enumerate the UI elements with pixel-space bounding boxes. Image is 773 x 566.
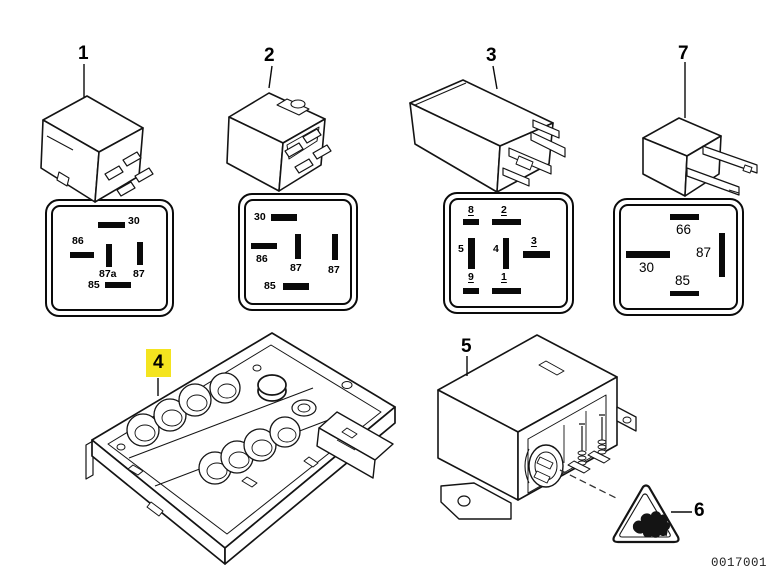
- pin-diagram-3: 8 2 5 4 3 9 1: [443, 192, 574, 314]
- pin-label-30: 30: [254, 211, 266, 223]
- part-3-callout[interactable]: 3: [486, 45, 497, 66]
- leader-line-item2: [268, 65, 273, 89]
- pin-diagram-2-inner-border: [244, 199, 352, 305]
- part-5-callout[interactable]: 5: [461, 336, 472, 357]
- pin-bar-8: [463, 219, 479, 225]
- pin-bar-86: [251, 243, 277, 249]
- relay-2-drawing: [226, 92, 332, 192]
- pin-bar-66: [670, 214, 699, 220]
- relay-7-drawing: [642, 117, 758, 197]
- pin-bar-9: [463, 288, 479, 294]
- pin-label-66: 66: [676, 222, 692, 237]
- pin-label-30: 30: [639, 260, 655, 275]
- pin-label-1: 1: [501, 271, 507, 283]
- pin-label-86: 86: [256, 253, 268, 265]
- pin-label-3: 3: [531, 235, 537, 247]
- pin-bar-87-center: [295, 234, 301, 259]
- pin-label-5: 5: [458, 243, 464, 255]
- pin-label-87a: 87a: [99, 268, 117, 280]
- leader-line-item3: [492, 65, 498, 90]
- pin-label-85: 85: [264, 280, 276, 292]
- pin-label-30: 30: [128, 215, 140, 227]
- pin-label-87-center: 87: [290, 262, 302, 274]
- part-1-callout[interactable]: 1: [78, 43, 89, 64]
- pin-bar-30: [98, 222, 125, 228]
- pin-label-87: 87: [696, 245, 712, 260]
- pin-bar-87-right: [332, 234, 338, 260]
- pin-bar-86: [70, 252, 94, 258]
- pin-label-4: 4: [493, 243, 499, 255]
- pin-label-85: 85: [88, 279, 100, 291]
- pin-bar-2: [492, 219, 521, 225]
- pin-label-8: 8: [468, 204, 474, 216]
- pin-bar-30: [626, 251, 670, 258]
- pin-diagram-7-inner-border: [619, 204, 738, 310]
- pin-label-86: 86: [72, 235, 84, 247]
- pin-label-87: 87: [133, 268, 145, 280]
- pin-bar-4: [503, 238, 509, 269]
- pin-label-2: 2: [501, 204, 507, 216]
- pin-diagram-7: 66 30 87 85: [613, 198, 744, 316]
- pin-bar-3: [523, 251, 550, 258]
- pin-bar-5: [468, 238, 475, 269]
- pin-label-9: 9: [468, 271, 474, 283]
- pin-diagram-2: 30 86 87 87 85: [238, 193, 358, 311]
- relay-module-4-drawing: [85, 332, 396, 565]
- pin-bar-87: [137, 242, 143, 265]
- pin-bar-87a: [106, 244, 112, 267]
- image-number-watermark: 0017001: [711, 556, 768, 566]
- pin-diagram-1-inner-border: [51, 205, 168, 311]
- relay-3-drawing: [409, 79, 566, 193]
- pin-diagram-3-inner-border: [449, 198, 568, 308]
- dashed-leader-line: [559, 469, 617, 499]
- warning-triangle-icon: [612, 484, 680, 544]
- relay-1-drawing: [40, 95, 154, 203]
- part-4-callout[interactable]: 4: [146, 349, 171, 377]
- pin-bar-85: [283, 283, 309, 290]
- pin-diagram-1: 30 86 87a 87 85: [45, 199, 174, 317]
- part-2-callout[interactable]: 2: [264, 45, 275, 66]
- pin-bar-85: [105, 282, 131, 288]
- pin-label-87-right: 87: [328, 264, 340, 276]
- pin-bar-87: [719, 233, 725, 277]
- pin-bar-85: [670, 291, 699, 296]
- pin-bar-30: [271, 214, 297, 221]
- ram-symbol: [633, 511, 670, 538]
- relay-5-drawing: [437, 334, 637, 520]
- part-7-callout[interactable]: 7: [678, 43, 689, 64]
- pin-label-85: 85: [675, 273, 691, 288]
- part-6-callout[interactable]: 6: [694, 500, 705, 521]
- pin-bar-1: [492, 288, 521, 294]
